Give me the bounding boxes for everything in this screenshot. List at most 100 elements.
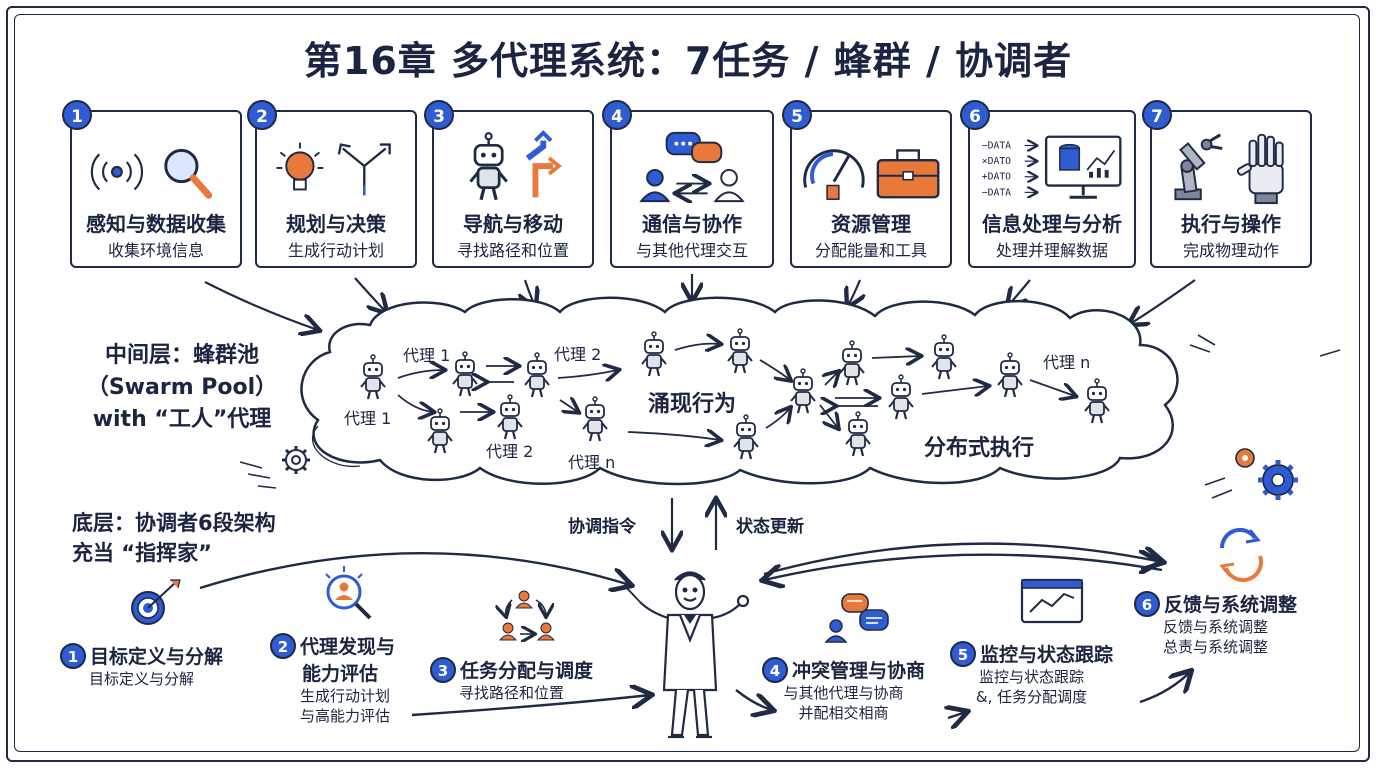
page-title: 第16章 多代理系统：7任务 / 蜂群 / 协调者 <box>303 39 1073 83</box>
task-title: 导航与移动 <box>463 212 563 236</box>
task-badge: 3 <box>424 100 454 130</box>
step-title: 代理发现与 <box>300 636 396 658</box>
middle-layer-line-1: 中间层：蜂群池 <box>104 343 259 368</box>
task-card-6: 6 −DATA ×DATO +DATO −DATA <box>960 100 1136 268</box>
chart-monitor-icon <box>1020 578 1084 624</box>
magnifier-icon <box>164 148 213 199</box>
conductor-figure <box>623 571 750 739</box>
outer-frame <box>6 6 1370 762</box>
robot-icon <box>468 131 509 202</box>
robot-hand-icon <box>1236 133 1284 205</box>
task-subtitle: 收集环境信息 <box>107 241 204 260</box>
search-person-icon <box>325 566 372 620</box>
step-badge: 5 <box>950 640 976 667</box>
task-card-2: 2 规划与决策 生成行动计划 <box>247 100 417 268</box>
step-badge: 3 <box>430 656 456 683</box>
step-title: 反馈与系统调整 <box>1164 594 1298 616</box>
step-subtitle: &, 任务分配调度 <box>975 688 1088 706</box>
agent-label: 代理 2 <box>486 442 534 461</box>
step-title-line-2: 能力评估 <box>302 663 379 685</box>
step-badge: 4 <box>762 656 788 683</box>
people-exchange-icon <box>639 168 745 201</box>
agent-label: 代理 n <box>568 453 616 472</box>
task-title: 资源管理 <box>831 212 911 236</box>
task-badge: 7 <box>1142 100 1172 130</box>
radar-magnifier-icons <box>90 148 213 199</box>
agent-label: 代理 1 <box>403 346 451 365</box>
middle-layer-line-3: with “工人”代理 <box>92 407 272 432</box>
execution-icons <box>1174 133 1284 205</box>
task-card-3: 3 导航与移动 寻找路径和位置 <box>424 100 594 268</box>
data-line: −DATA <box>982 187 1011 198</box>
status-update-label: 状态更新 <box>736 517 804 537</box>
step-subtitle: 监控与状态跟踪 <box>979 668 1085 686</box>
task-badge: 6 <box>960 100 990 130</box>
task-title: 感知与数据收集 <box>86 212 226 236</box>
step-title: 任务分配与调度 <box>460 660 594 682</box>
bottom-layer-line-2: 充当 “指挥家” <box>72 541 212 565</box>
team-cycle-icon <box>500 590 556 640</box>
task-badge: 1 <box>62 100 92 130</box>
gauge-icon <box>803 149 865 200</box>
bottom-layer-label: 底层：协调者6段架构 充当 “指挥家” <box>72 508 276 568</box>
communication-icons <box>639 131 745 208</box>
step-subtitle: 寻找路径和位置 <box>459 684 565 702</box>
inner-frame <box>14 14 1360 752</box>
resource-icons <box>803 149 940 200</box>
toolbox-icon <box>876 149 940 199</box>
step-subtitle: 生成行动计划 <box>299 687 390 705</box>
navigation-icons <box>468 130 562 202</box>
distributed-execution-label: 分布式执行 <box>924 436 1035 461</box>
planning-icons <box>276 142 391 196</box>
refresh-icon <box>1219 527 1264 582</box>
task-subtitle: 生成行动计划 <box>287 241 384 260</box>
task-subtitle: 分配能量和工具 <box>814 241 927 260</box>
bottom-layer-line-1: 底层：协调者6段架构 <box>72 511 276 535</box>
task-subtitle: 寻找路径和位置 <box>456 241 569 260</box>
task-badge: 5 <box>782 100 812 130</box>
middle-layer-line-2: （Swarm Pool） <box>86 375 278 400</box>
data-line: ×DATO <box>982 156 1011 167</box>
agent-label: 代理 n <box>1043 353 1091 372</box>
task-badge: 4 <box>602 100 632 130</box>
step-title: 监控与状态跟踪 <box>980 644 1114 666</box>
agent-label: 代理 1 <box>344 409 392 428</box>
task-title: 执行与操作 <box>1181 212 1281 236</box>
radar-icon <box>90 153 144 191</box>
step-title: 目标定义与分解 <box>90 646 224 668</box>
chat-bubbles-icon <box>665 131 723 164</box>
step-subtitle: 总责与系统调整 <box>1163 638 1269 656</box>
step-subtitle: 并配相交相商 <box>798 704 889 722</box>
step-title: 冲突管理与协商 <box>792 660 926 682</box>
task-card-7: 7 执行与操作 完成物理动作 <box>1142 100 1312 268</box>
gear-icon-right <box>1235 448 1298 500</box>
task-card-1: 1 感知与数据收集 收集环境信息 <box>62 100 242 268</box>
emergent-behavior-label: 涌现行为 <box>648 392 737 417</box>
task-card-4: 4 通信与协作 与其他代理交互 <box>602 100 774 268</box>
agent-label: 代理 2 <box>554 345 602 364</box>
turn-arrows-icon <box>525 130 562 198</box>
chat-icon <box>824 593 889 643</box>
step-subtitle: 目标定义与分解 <box>89 670 195 688</box>
task-title: 通信与协作 <box>642 212 742 236</box>
task-subtitle: 处理并理解数据 <box>995 241 1108 260</box>
coordination-command-label: 协调指令 <box>568 517 636 537</box>
middle-layer-label: 中间层：蜂群池 （Swarm Pool） with “工人”代理 <box>72 340 292 436</box>
step-subtitle: 与高能力评估 <box>299 707 390 725</box>
task-title: 规划与决策 <box>286 212 386 236</box>
target-icon <box>131 579 181 625</box>
data-list-icon: −DATA ×DATO +DATO −DATA <box>982 140 1037 198</box>
step-badge: 1 <box>60 642 86 669</box>
lightbulb-icon <box>276 142 324 191</box>
task-subtitle: 完成物理动作 <box>1182 241 1279 260</box>
computer-database-icon <box>1044 135 1122 199</box>
step-badge: 6 <box>1134 590 1160 617</box>
